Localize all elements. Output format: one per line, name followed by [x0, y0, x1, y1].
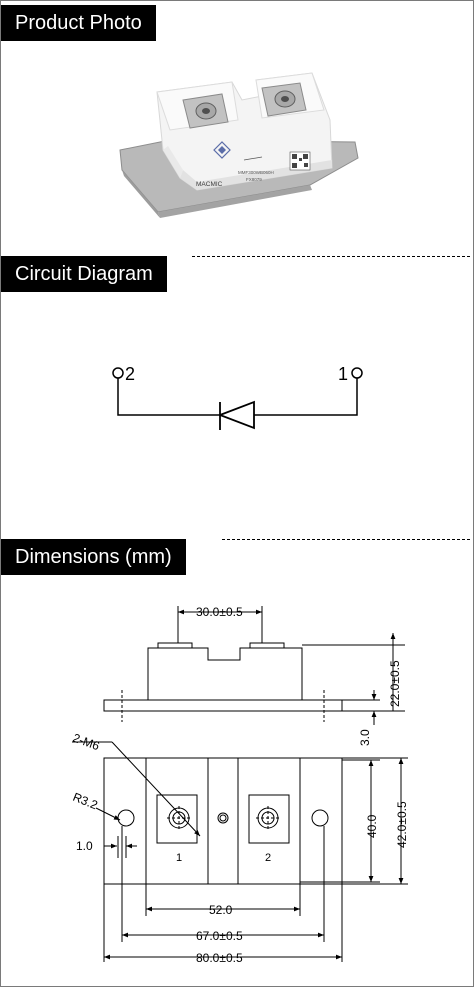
- dim-hole-offset: 1.0: [76, 839, 93, 853]
- screw-icon: [195, 102, 217, 120]
- mounting-hole-left: [117, 809, 135, 827]
- section-title-dimensions: Dimensions (mm): [1, 539, 186, 575]
- dimension-drawing: 30.0±0.5 22.0±0.5 3.0 2-M6 R3.2 1.0 40.0…: [71, 605, 409, 965]
- dim-top-spacing: 30.0±0.5: [196, 605, 243, 619]
- circuit-diagram: 2 1: [112, 364, 363, 430]
- screw-icon: [274, 90, 296, 108]
- terminal-1-icon: [351, 367, 363, 379]
- qr-code-icon: [289, 151, 311, 171]
- dim-mounting-pitch: 67.0±0.5: [196, 929, 243, 943]
- dim-corner-radius: R3.2: [71, 790, 100, 813]
- dim-thread: 2-M6: [71, 731, 102, 754]
- top-view-baseplate: [103, 757, 343, 885]
- dim-height: 22.0±0.5: [388, 660, 402, 707]
- product-photo: MACMIC MMF300WB060H FX8079: [119, 72, 359, 218]
- section-title-circuit-diagram: Circuit Diagram: [1, 256, 167, 292]
- section-title-product-photo: Product Photo: [1, 5, 156, 41]
- terminal-block-2: [237, 757, 301, 885]
- macmic-logo-icon: [213, 141, 231, 159]
- terminal-2-label: 2: [125, 364, 135, 384]
- section-divider: [192, 256, 470, 257]
- dim-outer-height: 42.0±0.5: [395, 801, 409, 848]
- terminal-1-label: 1: [338, 364, 348, 384]
- side-view-baseplate: [103, 699, 343, 712]
- lot-code-label: FX8079: [246, 177, 262, 182]
- terminal-2-mark: 2: [265, 852, 271, 864]
- brand-label: MACMIC: [196, 181, 223, 188]
- terminal-block-1: [145, 757, 209, 885]
- side-view-outline: [147, 647, 303, 700]
- dim-inner-height: 40.0: [365, 814, 379, 838]
- dim-base-thickness: 3.0: [358, 729, 372, 746]
- part-number-label: MMF300WB060H: [238, 170, 274, 175]
- dim-overall-length: 80.0±0.5: [196, 951, 243, 965]
- dim-width-52: 52.0: [209, 903, 233, 917]
- section-divider: [222, 539, 470, 540]
- diode-icon: [217, 400, 255, 430]
- terminal-2-icon: [112, 367, 124, 379]
- mounting-hole-right: [311, 809, 329, 827]
- terminal-1-mark: 1: [176, 852, 182, 864]
